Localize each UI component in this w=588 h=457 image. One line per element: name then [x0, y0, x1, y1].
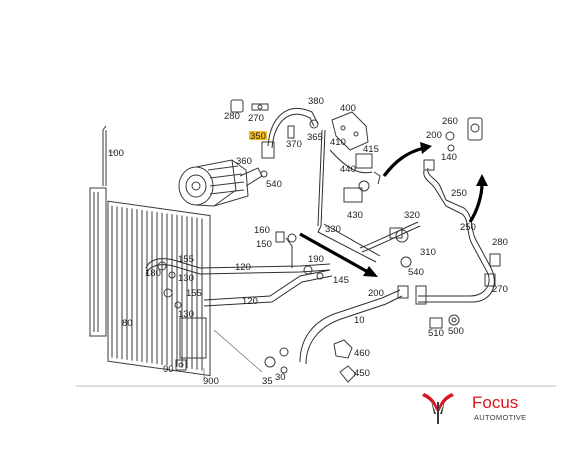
refrigerant-hose-right — [415, 159, 495, 305]
focus-automotive-logo: Focus AUTOMOTIVE — [422, 393, 526, 424]
label-30: 30 — [275, 372, 286, 383]
label-270a: 270 — [248, 113, 264, 124]
pipe-10 — [299, 285, 409, 365]
brand-name: Focus — [472, 393, 518, 412]
part-labels: 100 80 90 900 180 155 130 155 130 120 12… — [108, 96, 508, 387]
label-130a: 130 — [178, 273, 194, 284]
label-190: 190 — [308, 254, 324, 265]
label-270b: 270 — [492, 284, 508, 295]
highlight-350 — [249, 131, 267, 140]
pipe-160 — [275, 231, 297, 268]
right-hose-assembly — [359, 221, 421, 268]
condenser-fittings — [157, 261, 182, 309]
label-280a: 280 — [224, 111, 240, 122]
label-510: 510 — [428, 328, 444, 339]
label-145: 145 — [333, 275, 349, 286]
label-250a: 250 — [451, 188, 467, 199]
pressure-sensor — [484, 253, 501, 287]
long-pipe-group — [317, 129, 381, 263]
label-370: 370 — [286, 139, 302, 150]
label-90: 90 — [163, 364, 174, 375]
fittings-35-30 — [264, 347, 289, 374]
label-120b: 120 — [242, 296, 258, 307]
label-200b: 200 — [426, 130, 442, 141]
label-540a: 540 — [266, 179, 282, 190]
label-155b: 155 — [186, 288, 202, 299]
label-500: 500 — [448, 326, 464, 337]
suction-hose — [260, 107, 319, 178]
leader-line — [213, 329, 263, 373]
label-120a: 120 — [235, 262, 251, 273]
label-100: 100 — [108, 148, 124, 159]
label-320: 320 — [404, 210, 420, 221]
ac-compressor — [178, 159, 263, 207]
bottom-fittings — [429, 314, 460, 329]
brackets-460-450 — [333, 339, 357, 383]
label-35: 35 — [262, 376, 273, 387]
expansion-valve-block — [329, 111, 381, 203]
label-400: 400 — [340, 103, 356, 114]
label-200: 200 — [368, 288, 384, 299]
pipe-120-lower — [203, 269, 333, 307]
label-310: 310 — [420, 247, 436, 258]
label-380: 380 — [308, 96, 324, 107]
label-350: 350 — [250, 131, 266, 142]
label-160: 160 — [254, 225, 270, 236]
label-155a: 155 — [178, 254, 194, 265]
label-260: 260 — [442, 116, 458, 127]
label-330: 330 — [325, 224, 341, 235]
label-410: 410 — [330, 137, 346, 148]
label-280b: 280 — [492, 237, 508, 248]
label-250b: 250 — [460, 222, 476, 233]
label-10: 10 — [354, 315, 365, 326]
label-430: 430 — [347, 210, 363, 221]
label-130b: 130 — [178, 309, 194, 320]
label-180: 180 — [145, 268, 161, 279]
sensor-900 — [175, 359, 205, 378]
label-360: 360 — [236, 156, 252, 167]
flow-arrows — [299, 142, 488, 277]
label-900: 900 — [203, 376, 219, 387]
brand-tagline: AUTOMOTIVE — [474, 413, 526, 422]
sensor-connectors-top — [230, 99, 269, 113]
label-80: 80 — [122, 318, 133, 329]
label-440: 440 — [340, 164, 356, 175]
label-450: 450 — [354, 368, 370, 379]
label-540b: 540 — [408, 267, 424, 278]
label-415: 415 — [363, 144, 379, 155]
label-150: 150 — [256, 239, 272, 250]
label-365: 365 — [307, 132, 323, 143]
fittings-190-145 — [303, 265, 324, 280]
label-460: 460 — [354, 348, 370, 359]
focus-logo-emblem-icon — [422, 393, 454, 424]
label-140: 140 — [441, 152, 457, 163]
receiver-tube — [102, 125, 116, 186]
receiver-drier — [445, 117, 483, 152]
condenser — [89, 187, 211, 377]
